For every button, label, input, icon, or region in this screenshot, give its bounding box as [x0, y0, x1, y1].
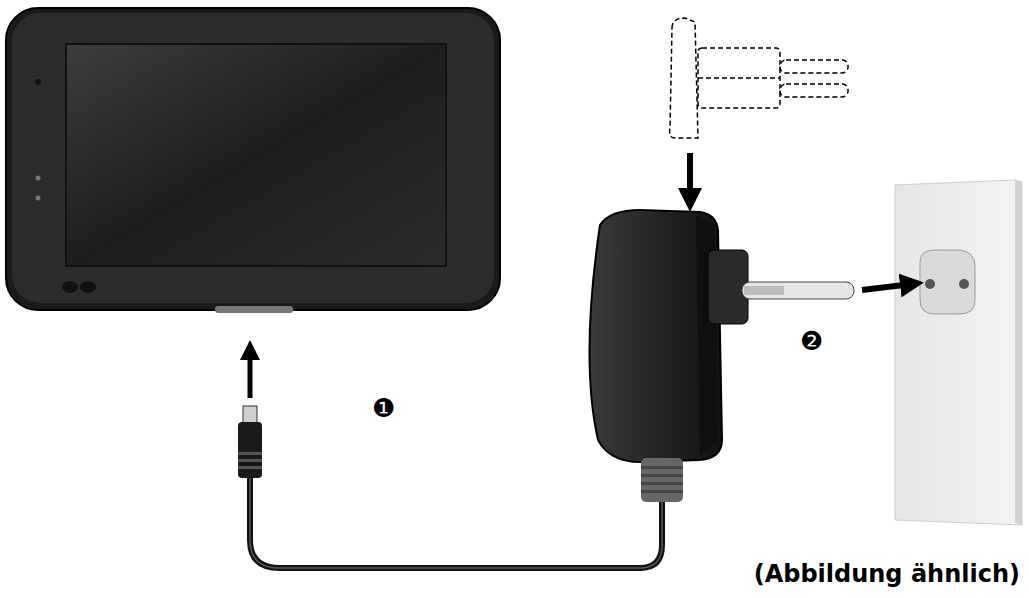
wall-socket-part — [925, 279, 935, 289]
charger-part — [641, 474, 683, 477]
figure-note: (Abbildung ähnlich) — [754, 562, 1020, 586]
plug-adapter-part — [698, 77, 780, 79]
navigation-device — [6, 8, 500, 313]
arrow — [687, 153, 693, 200]
wall-socket — [895, 180, 1022, 525]
wall-socket-part — [920, 250, 975, 314]
cable-part — [238, 459, 262, 462]
arrow — [862, 284, 912, 290]
charger-part — [641, 458, 683, 502]
charger-part — [589, 210, 722, 462]
wall-socket-part — [895, 180, 1022, 525]
cable-part — [238, 466, 262, 469]
plug-adapter-part — [670, 18, 698, 138]
charger-part — [641, 466, 683, 469]
charger-part — [641, 482, 683, 485]
navigation-device-part — [35, 79, 41, 85]
navigation-device-part — [80, 281, 96, 293]
plug-adapter — [670, 18, 848, 138]
charger-part — [708, 250, 748, 324]
plug-adapter-part — [780, 60, 848, 73]
charger-part — [744, 286, 784, 295]
cable-part — [238, 422, 262, 478]
navigation-device-part — [66, 44, 446, 266]
navigation-device-part — [36, 196, 41, 201]
charger — [589, 210, 854, 502]
charger-part — [742, 282, 854, 299]
plug-adapter-part — [780, 84, 848, 97]
cable-part — [248, 350, 253, 398]
cable-part — [238, 452, 262, 455]
wall-socket-part — [959, 279, 969, 289]
cable-part — [250, 478, 662, 568]
plug-adapter-part — [698, 48, 780, 108]
navigation-device-part — [215, 306, 293, 313]
navigation-device-part — [12, 13, 494, 303]
callout-number: ❶ — [372, 395, 395, 421]
navigation-device-part — [36, 176, 41, 181]
navigation-device-part — [62, 281, 78, 293]
navigation-device-part — [6, 8, 500, 310]
wall-socket-part — [1015, 180, 1022, 525]
cable-part — [243, 406, 257, 424]
callout-number: ❷ — [800, 328, 823, 354]
charger-part — [641, 490, 683, 493]
cable-part — [250, 478, 662, 568]
